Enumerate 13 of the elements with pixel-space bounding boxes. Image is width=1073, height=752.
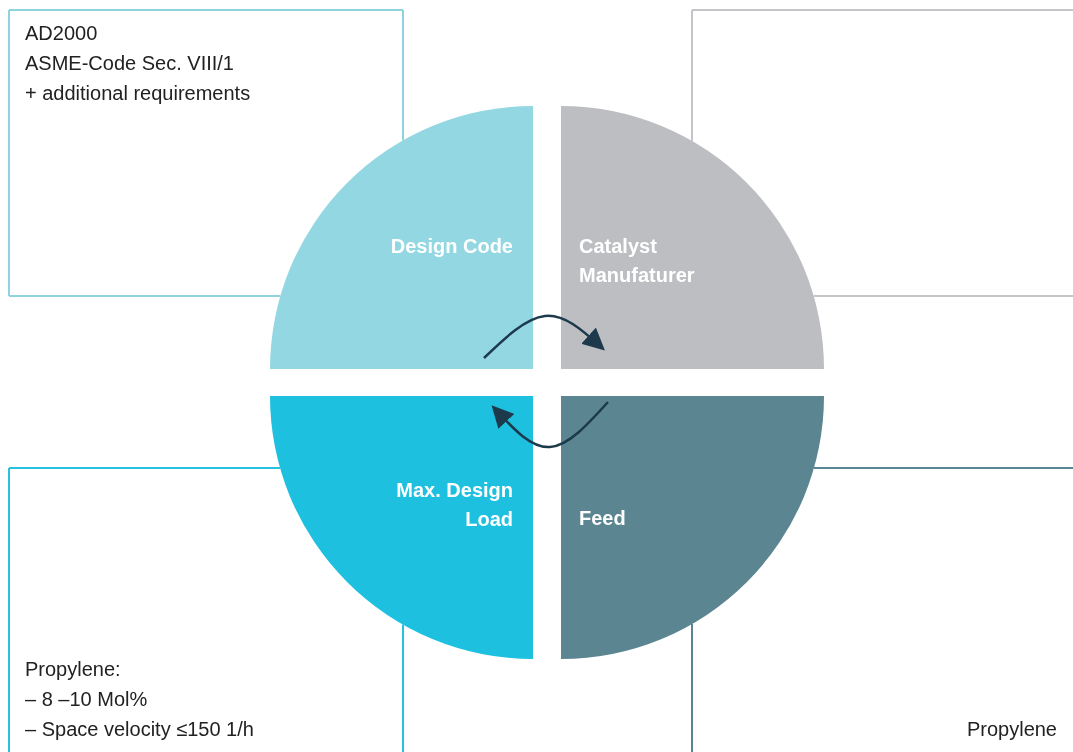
panel-text: Propylene xyxy=(965,717,1057,742)
segment-label: Catalyst Manufaturer xyxy=(579,234,696,288)
panel-text: – Space velocity ≤150 1/h xyxy=(25,717,255,742)
cycle-arrow xyxy=(491,401,609,449)
panel-text: ASME-Code Sec. VIII/1 xyxy=(25,51,235,76)
segment-label: Feed xyxy=(579,506,627,531)
panel-text: + additional requirements xyxy=(25,81,252,106)
cycle-arrow xyxy=(483,314,605,359)
panel-text: Propylene: xyxy=(25,657,122,682)
segment-label: Max. Design Load xyxy=(395,478,513,532)
panel-text: AD2000 xyxy=(25,21,99,46)
segment-label: Design Code xyxy=(389,234,513,259)
panel-text: – 8 –10 Mol% xyxy=(25,687,149,712)
